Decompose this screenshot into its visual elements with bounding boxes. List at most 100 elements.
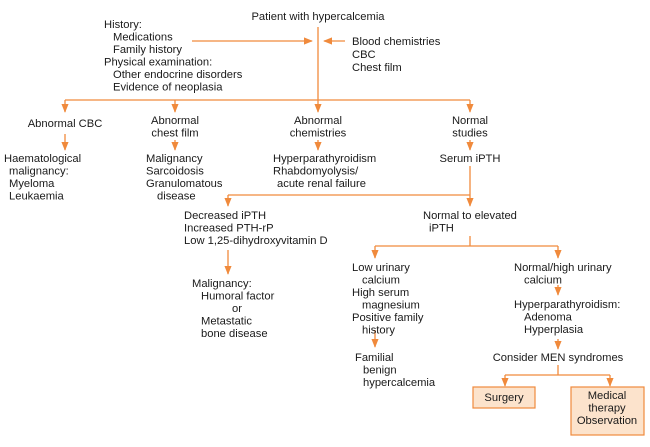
haem-line: Leukaemia: [9, 191, 65, 203]
malig-list-line: Granulomatous: [146, 178, 223, 190]
abn-cbc-line: Abnormal CBC: [28, 118, 103, 130]
malig-list-line: Sarcoidosis: [146, 166, 204, 178]
history-line: Family history: [113, 44, 182, 56]
history-line: History:: [104, 19, 142, 31]
abn-chem-line: Abnormal: [294, 115, 342, 127]
serum-ipth-line: Serum iPTH: [440, 153, 501, 165]
decreased-line: Low 1,25-dihydroxyvitamin D: [184, 235, 328, 247]
hyperpara2-line: Hyperplasia: [524, 324, 584, 336]
low-urinary-line: magnesium: [362, 300, 420, 312]
malig-list-line: Malignancy: [146, 153, 203, 165]
malig-list-line: disease: [157, 191, 196, 203]
svg-text:Patient with hypercalcemia: Patient with hypercalcemia: [251, 11, 385, 23]
hyperpara-list-line: Hyperparathyroidism: [273, 153, 376, 165]
consider-men-line: Consider MEN syndromes: [493, 352, 624, 364]
surgery-node: Surgery: [484, 392, 524, 404]
decreased-line: Decreased iPTH: [184, 210, 266, 222]
blood-line: Chest film: [352, 62, 402, 74]
malignancy2-line: bone disease: [201, 328, 268, 340]
low-urinary-line: history: [362, 325, 395, 337]
haem-line: malignancy:: [9, 166, 69, 178]
root-node: Patient with hypercalcemia: [251, 11, 385, 23]
abnormal-cbc-node: Abnormal CBC: [28, 118, 103, 130]
familial-line: benign: [363, 365, 397, 377]
malignancy2-line: Humoral factor: [201, 291, 275, 303]
hyperpara2-line: Hyperparathyroidism:: [514, 299, 620, 311]
serum-ipth-node: Serum iPTH: [440, 153, 501, 165]
medical-line: Observation: [577, 415, 637, 427]
haem-line: Haematological: [4, 153, 81, 165]
low-urinary-line: Positive family: [352, 312, 424, 324]
normal-elevated-line: iPTH: [429, 223, 454, 235]
normal-elevated-line: Normal to elevated: [423, 210, 517, 222]
surgery-line: Surgery: [484, 392, 524, 404]
haem-line: Myeloma: [9, 178, 55, 190]
normal-high-line: Normal/high urinary: [514, 262, 612, 274]
medical-line: therapy: [588, 403, 626, 415]
connectors: [61, 27, 614, 387]
svg-text:Consider MEN syndromes: Consider MEN syndromes: [493, 352, 624, 364]
blood-line: Blood chemistries: [352, 36, 441, 48]
decreased-line: Increased PTH-rP: [184, 223, 274, 235]
history-line: Evidence of neoplasia: [113, 82, 223, 94]
familial-line: hypercalcemia: [363, 377, 436, 389]
malignancy2-line: Metastatic: [201, 316, 252, 328]
normal-studies-line: Normal: [452, 115, 488, 127]
svg-text:Surgery: Surgery: [484, 392, 524, 404]
hyperpara-list-line: Rhabdomyolysis/: [273, 166, 359, 178]
low-urinary-line: calcium: [362, 275, 400, 287]
hyperpara-list-line: acute renal failure: [277, 178, 366, 190]
surgery-box: [472, 386, 536, 409]
medical-line: Medical: [588, 390, 627, 402]
hyperpara2-line: Adenoma: [524, 312, 573, 324]
abn-chest-line: chest film: [151, 128, 198, 140]
medical-box: [570, 386, 645, 436]
root-line: Patient with hypercalcemia: [251, 11, 385, 23]
abn-chem-line: chemistries: [290, 128, 347, 140]
history-line: Medications: [113, 32, 173, 44]
svg-text:Serum iPTH: Serum iPTH: [440, 153, 501, 165]
familial-line: Familial: [355, 352, 394, 364]
history-line: Physical examination:: [104, 57, 212, 69]
normal-studies-line: studies: [452, 128, 488, 140]
history-line: Other endocrine disorders: [113, 69, 243, 81]
low-urinary-line: Low urinary: [352, 262, 410, 274]
malignancy2-line: Malignancy:: [192, 278, 252, 290]
consider-men-node: Consider MEN syndromes: [493, 352, 624, 364]
abn-chest-line: Abnormal: [151, 115, 199, 127]
normal-high-line: calcium: [524, 275, 562, 287]
low-urinary-line: High serum: [352, 287, 409, 299]
